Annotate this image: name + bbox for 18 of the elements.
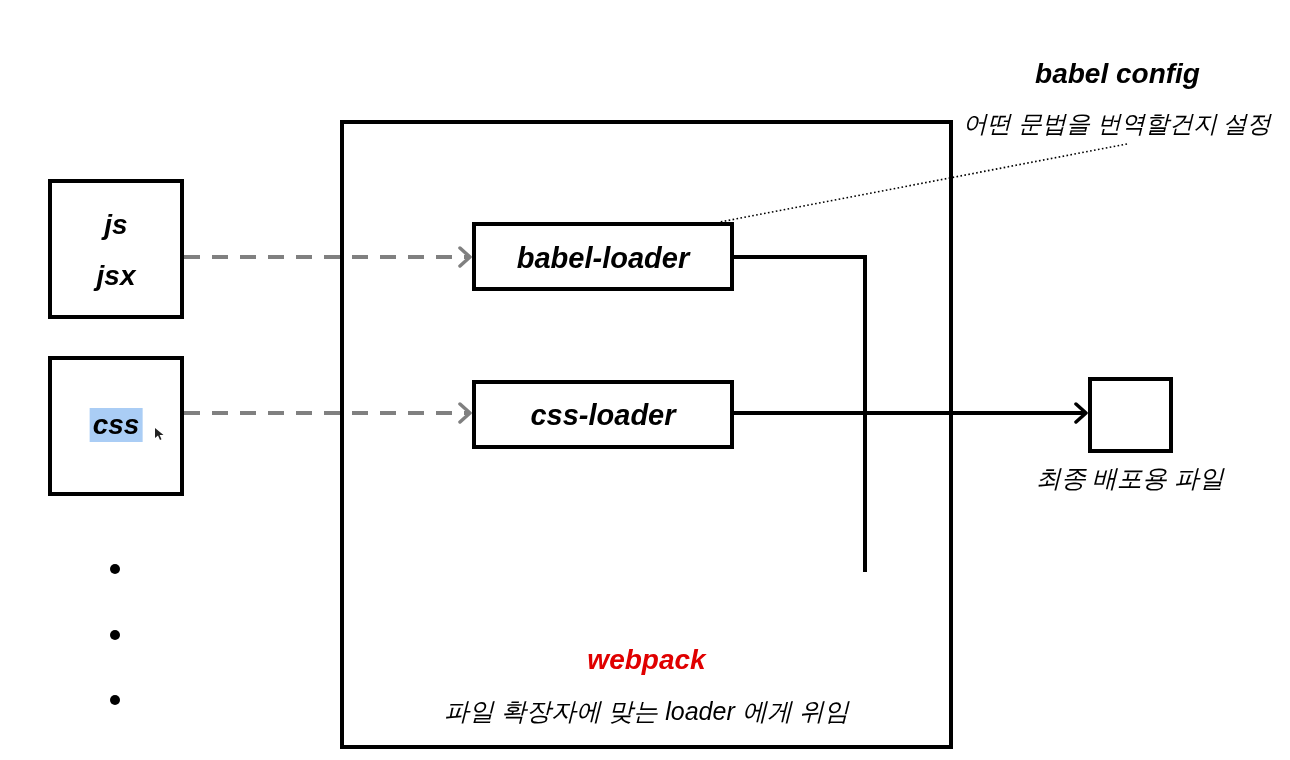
note-text: 어떤 문법을 번역할건지 설정 <box>963 109 1272 139</box>
dashed-arrow <box>184 246 472 268</box>
arrow <box>732 255 1088 574</box>
dashed-arrow <box>184 402 472 424</box>
output-label: 최종 배포용 파일 <box>1035 463 1225 493</box>
output-file-box <box>1088 377 1173 453</box>
container-title: webpack <box>587 643 706 677</box>
loader-label: babel-loader <box>516 240 690 276</box>
loader-box <box>472 380 734 449</box>
leader-line <box>719 143 1128 223</box>
file-box <box>48 356 184 496</box>
container-description: 파일 확장자에 맞는 loader 에게 위임 <box>444 696 849 726</box>
loader-label: css-loader <box>530 397 676 433</box>
file-box <box>48 179 184 319</box>
note-title: babel config <box>1035 57 1200 91</box>
loader-box <box>472 222 734 291</box>
container-box <box>340 120 953 749</box>
extension-label: css <box>89 408 143 442</box>
